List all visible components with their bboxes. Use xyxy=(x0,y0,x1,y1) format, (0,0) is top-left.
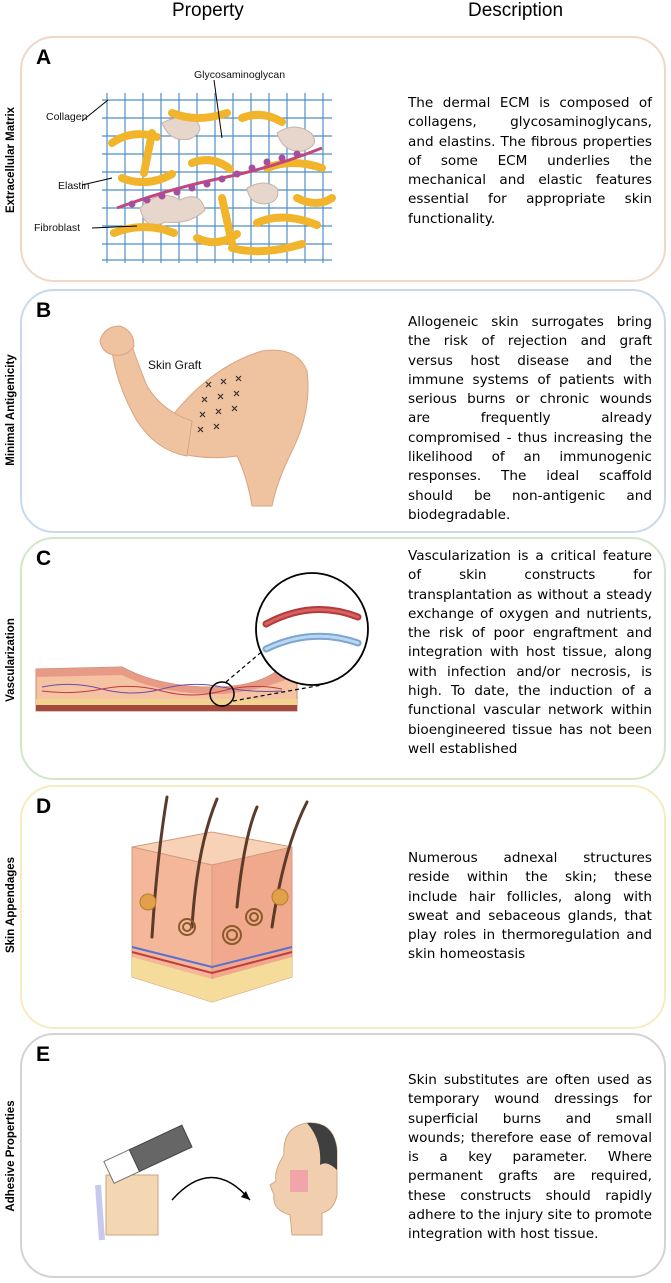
panel-c-description: Vascularization is a critical feature of… xyxy=(408,548,652,757)
panel-e-description: Skin substitutes are often used as tempo… xyxy=(408,1072,652,1243)
vascular-illustration xyxy=(35,572,369,712)
panel-a-letter: A xyxy=(36,46,52,69)
panel-e-card: E Skin substitutes are often used as tem… xyxy=(20,1033,666,1278)
panel-e-letter: E xyxy=(36,1043,51,1066)
panel-d-letter: D xyxy=(36,795,52,818)
panel-c-card: C Vascularization is a critical feature … xyxy=(20,537,666,780)
panel-b-letter: B xyxy=(36,299,52,322)
panel-d-description: Numerous adnexal structures reside withi… xyxy=(408,850,652,963)
elastin-label: Elastin xyxy=(58,180,90,192)
panel-e-side-label: Adhesive Properties xyxy=(5,1099,17,1212)
panel-d-side-label: Skin Appendages xyxy=(5,856,17,954)
panel-c-letter: C xyxy=(36,547,52,570)
adhesive-illustration xyxy=(95,1122,338,1241)
fibroblast-label: Fibroblast xyxy=(34,222,80,234)
glycosaminoglycan-label: Glycosaminoglycan xyxy=(194,69,285,81)
panel-b-card: B Skin Graft Allogeneic skin surrogates … xyxy=(20,289,666,533)
panel-b-side-label: Minimal Antigenicity xyxy=(5,354,17,466)
panel-b-description: Allogeneic skin surrogates bring the ris… xyxy=(408,314,652,523)
panel-a-card: A xyxy=(20,36,666,282)
panel-a-side-label: Extracellular Matrix xyxy=(5,106,17,214)
panel-c-side-label: Vascularization xyxy=(5,618,17,702)
skin-graft-label: Skin Graft xyxy=(148,358,202,372)
skin-appendages-illustration xyxy=(131,795,309,1003)
panel-d-card: D Numerous adnexal structures reside wit… xyxy=(20,785,666,1029)
collagen-label: Collagen xyxy=(46,111,88,123)
panel-a-description: The dermal ECM is composed of collagens,… xyxy=(408,95,652,227)
property-column-header: Property xyxy=(172,0,244,21)
ecm-illustration: Collagen Elastin Fibroblast Glycosaminog… xyxy=(34,69,336,263)
arm-illustration: Skin Graft xyxy=(99,325,309,507)
description-column-header: Description xyxy=(468,0,564,21)
